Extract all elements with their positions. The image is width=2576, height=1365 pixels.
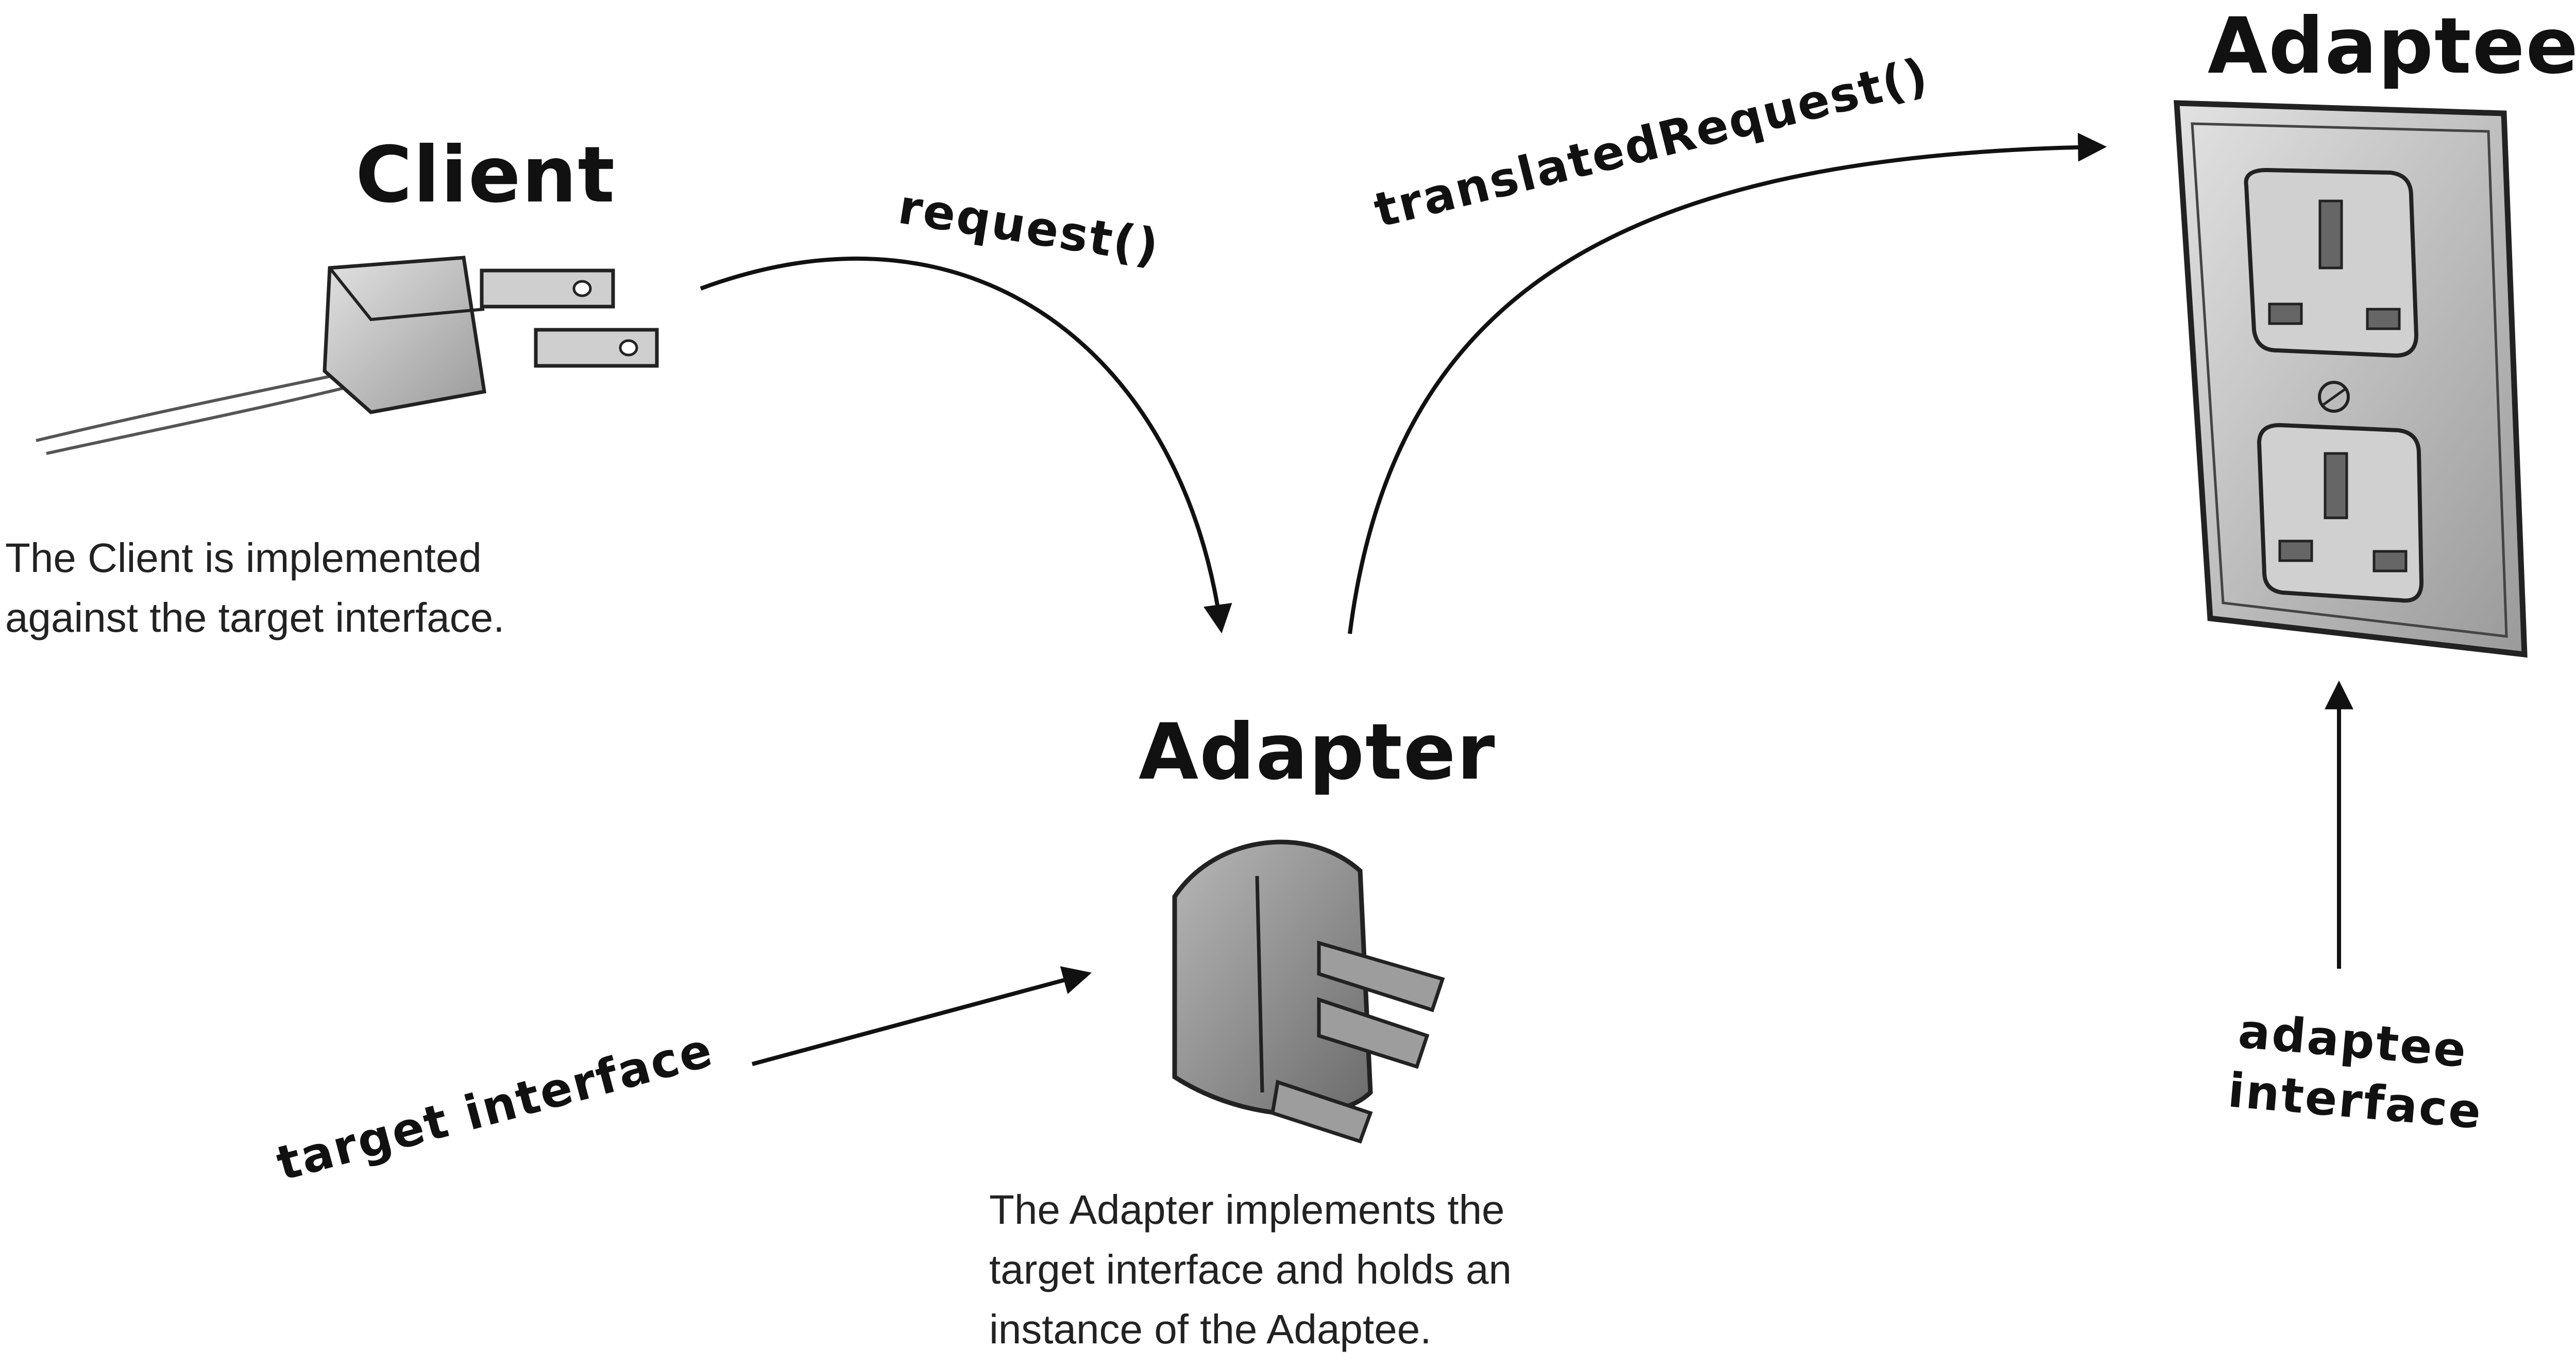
adapter-note: The Adapter implements the target interf… [989,1187,1512,1352]
two-prong-plug-icon [36,256,659,455]
wall-socket-icon [2174,100,2528,658]
client-title: Client [355,130,616,220]
target-interface-arrow [751,966,1092,1066]
client-note: The Client is implemented against the ta… [5,535,505,641]
three-prong-adapter-icon [1172,839,1445,1144]
request-arrow [700,256,1232,634]
translated-request-arrow [1348,132,2107,634]
adaptee-title: Adaptee [2208,2,2576,91]
adapter-title: Adapter [1139,707,1496,797]
